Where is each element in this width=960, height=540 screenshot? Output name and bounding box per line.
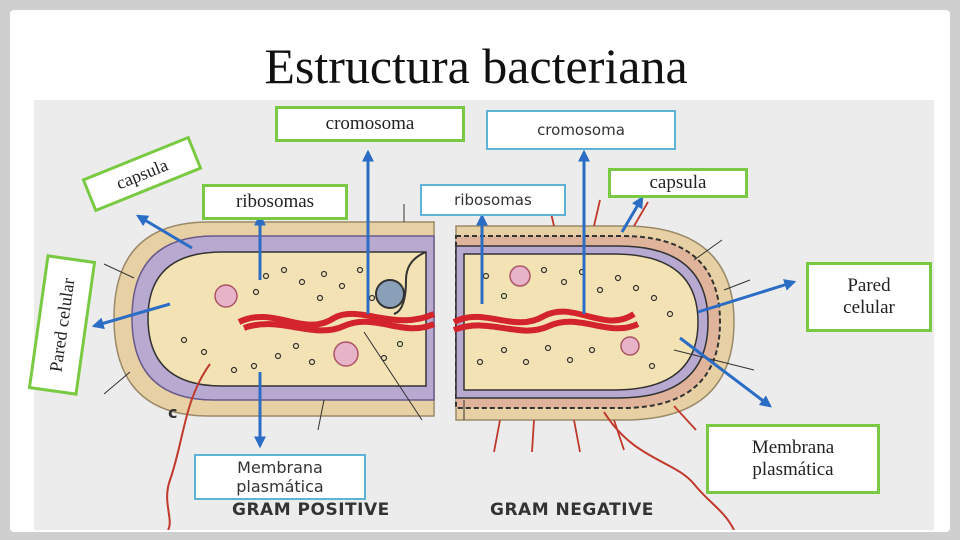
label-pared-right: Pared celular	[806, 262, 932, 332]
gram-positive-caption: GRAM POSITIVE	[232, 500, 390, 520]
gn-flagellum	[603, 411, 735, 530]
arrow-membrana-right	[679, 336, 772, 408]
panel-letter: c	[168, 403, 177, 422]
gram-positive-cell	[103, 195, 436, 530]
gp-pointer-lines	[103, 195, 423, 431]
arrow-capsula-right	[620, 195, 644, 233]
label-capsula-right: capsula	[608, 168, 748, 198]
label-membrana-right: Membrana plasmática	[706, 424, 880, 494]
arrow-pared-right	[697, 279, 797, 314]
label-cromosoma-right: cromosoma	[486, 110, 676, 150]
gn-pointer-lines	[463, 239, 755, 420]
gp-inclusion	[333, 341, 359, 367]
gp-mesosome-loop	[375, 279, 405, 309]
gram-negative-cell	[452, 199, 755, 530]
label-ribosomas-left: ribosomas	[202, 184, 348, 220]
gp-inclusion	[214, 284, 238, 308]
arrow-capsula-left	[135, 214, 193, 250]
gp-ribosomes	[180, 266, 404, 374]
gp-chromosome	[237, 311, 436, 334]
gp-flagellum	[166, 363, 211, 530]
arrow-pared-left	[91, 302, 171, 330]
gn-inclusion	[509, 265, 531, 287]
gn-inclusion	[620, 336, 640, 356]
label-cromosoma-left: cromosoma	[275, 106, 465, 142]
gram-negative-caption: GRAM NEGATIVE	[490, 500, 654, 520]
title-band	[34, 28, 918, 98]
annotation-arrows	[91, 149, 797, 449]
gn-chromosome	[452, 308, 640, 334]
page-title: Estructura bacteriana	[264, 38, 688, 94]
gp-mesosome	[393, 251, 427, 315]
label-membrana-left: Membrana plasmática	[194, 454, 366, 500]
label-ribosomas-right: ribosomas	[420, 184, 566, 216]
